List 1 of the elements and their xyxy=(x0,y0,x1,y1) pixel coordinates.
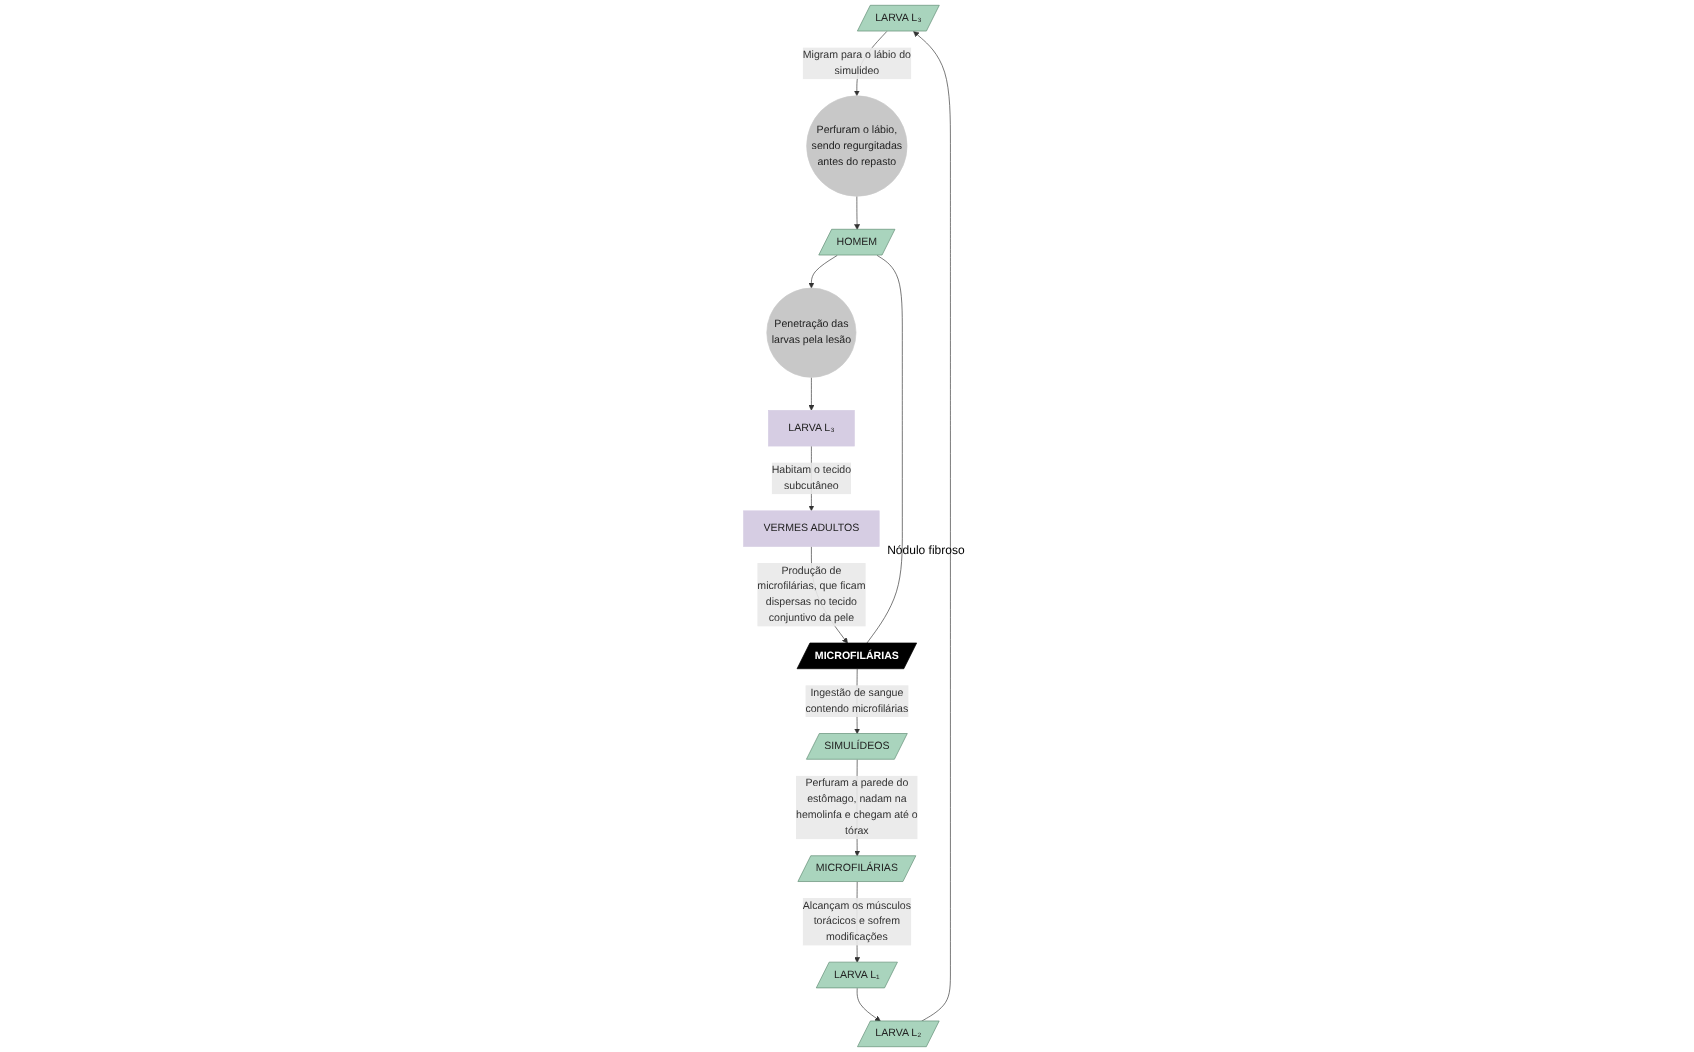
connector xyxy=(866,255,903,644)
